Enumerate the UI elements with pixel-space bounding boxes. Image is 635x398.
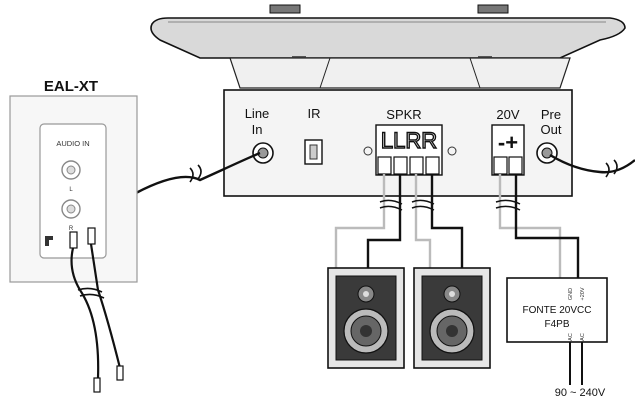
screw-icon <box>363 146 373 156</box>
audio-in-right-label: R <box>69 226 74 232</box>
cable-break-icon <box>189 164 202 183</box>
ir-label: IR <box>308 106 321 121</box>
cable-break-icon <box>605 159 618 178</box>
audio-in-label: AUDIO IN <box>56 139 89 148</box>
rca-end-plug <box>93 377 101 393</box>
mains-voltage-label: 90 ~ 240V <box>555 387 606 398</box>
audio-in-left-label: L <box>69 187 73 193</box>
line-in-label-1: Line <box>245 106 270 121</box>
psu-ac-label-2: AC <box>580 333 586 341</box>
rca-plug-left <box>69 231 78 249</box>
speaker-right <box>413 267 491 369</box>
pre-out-label-2: Out <box>541 122 562 137</box>
psu-model-line-1: FONTE 20VCC <box>523 305 592 316</box>
unit-clip-left <box>269 4 301 14</box>
wall-plate-eal-xt: EAL-XT AUDIO IN L R <box>9 78 138 283</box>
unit-clip-right <box>477 4 509 14</box>
psu-20v-label: +20V <box>580 287 586 300</box>
power-terminals: -+ <box>498 130 518 155</box>
psu-ac-label-1: AC <box>568 333 574 341</box>
cable-break-icon <box>77 287 105 299</box>
speaker-left <box>327 267 405 369</box>
rca-end-plug <box>116 365 124 381</box>
brand-logo-icon <box>45 236 53 246</box>
power-terminal-neg[interactable] <box>493 156 508 175</box>
spkr-terminal-r1[interactable] <box>409 156 424 175</box>
psu-gnd-label: GND <box>568 288 574 300</box>
wall-plate-inner <box>39 123 107 259</box>
cable-break-icon <box>495 199 521 211</box>
amplifier-panel: Line In IR SPKR LLRR 20V -+ Pre Out <box>223 89 573 197</box>
ceiling-trim <box>150 17 626 59</box>
power-wire-pos <box>514 174 580 278</box>
pre-out-label-1: Pre <box>541 107 561 122</box>
unit-body <box>229 57 571 89</box>
power-voltage-label: 20V <box>496 107 519 122</box>
rca-plug-right <box>87 227 96 245</box>
cable-break-icon <box>379 199 403 211</box>
line-in-label-2: In <box>252 122 263 137</box>
pre-out-cable <box>549 153 635 174</box>
spkr-terminals: LLRR <box>381 128 437 153</box>
psu-model-line-2: F4PB <box>544 319 569 330</box>
speaker-wires <box>334 174 464 270</box>
power-supply-box <box>506 277 608 343</box>
spkr-label: SPKR <box>386 107 421 122</box>
wall-plate-title: EAL-XT <box>44 78 98 95</box>
line-in-cable <box>135 151 261 195</box>
ceiling-unit <box>150 4 626 89</box>
spkr-terminal-l2[interactable] <box>393 156 408 175</box>
spkr-terminal-l1[interactable] <box>377 156 392 175</box>
power-supply: GND +20V FONTE 20VCC F4PB AC AC 90 ~ 240… <box>506 277 608 398</box>
power-terminal-pos[interactable] <box>508 156 523 175</box>
spkr-terminal-r2[interactable] <box>425 156 440 175</box>
cable-break-icon <box>411 199 435 211</box>
screw-icon <box>447 146 457 156</box>
